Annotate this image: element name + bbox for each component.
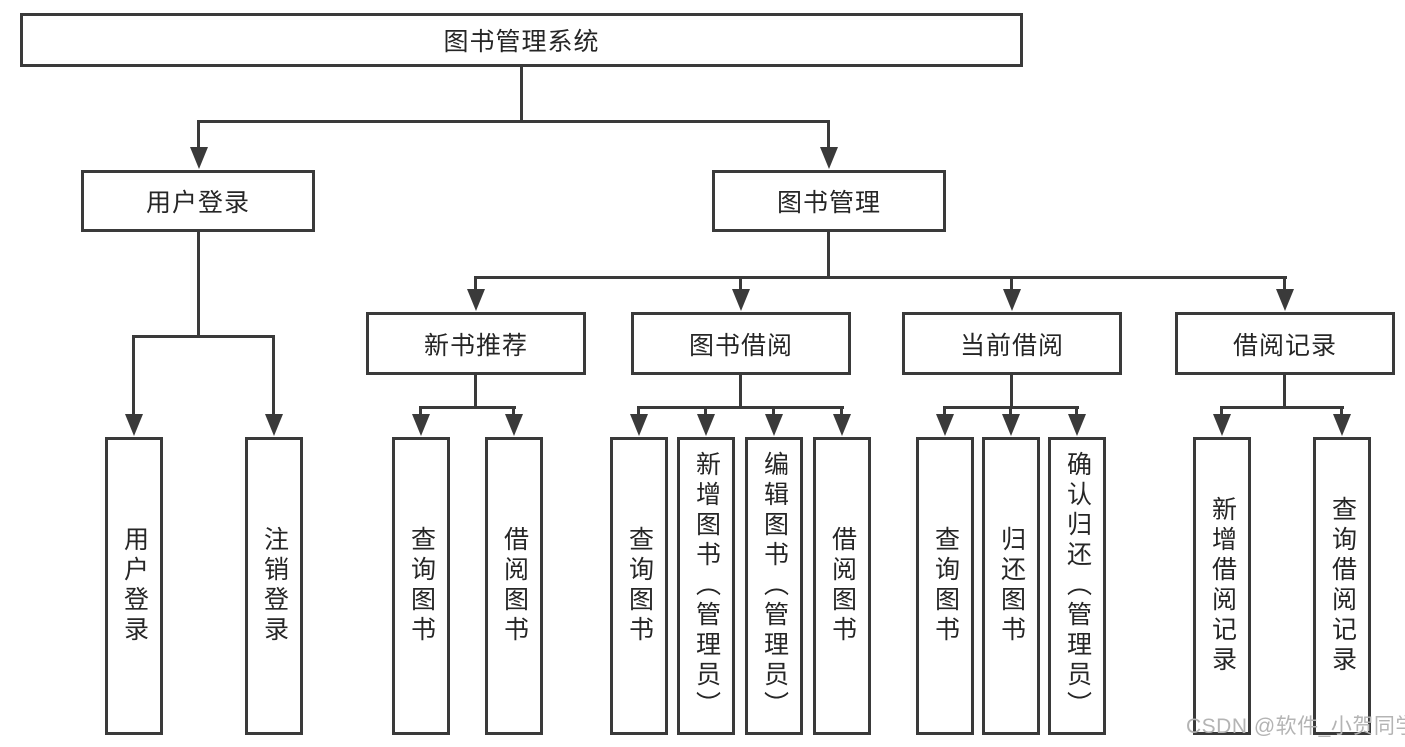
connector-line: [943, 406, 946, 416]
arrowhead-icon: [265, 414, 283, 436]
node-borrow-records: 借阅记录: [1175, 312, 1395, 375]
connector-line: [1010, 276, 1013, 291]
connector-line: [1010, 375, 1013, 406]
connector-line: [512, 406, 515, 416]
connector-line: [419, 406, 422, 416]
leaf-label: 新增图书（管理员）: [692, 451, 721, 721]
connector-line: [132, 335, 275, 338]
arrowhead-icon: [833, 414, 851, 436]
connector-line: [840, 406, 843, 416]
leaf-query-borrow-record: 查询借阅记录: [1313, 437, 1371, 735]
leaf-label: 查询图书: [407, 526, 436, 646]
leaf-add-borrow-record: 新增借阅记录: [1193, 437, 1251, 735]
connector-line: [197, 232, 200, 335]
node-book-management: 图书管理: [712, 170, 946, 232]
leaf-label: 新增借阅记录: [1208, 496, 1237, 676]
arrowhead-icon: [125, 414, 143, 436]
connector-line: [520, 67, 523, 120]
arrowhead-icon: [765, 414, 783, 436]
connector-line: [739, 276, 742, 291]
connector-line: [474, 375, 477, 406]
connector-line: [272, 335, 275, 416]
leaf-label: 借阅图书: [828, 526, 857, 646]
connector-line: [474, 276, 1287, 279]
leaf-label: 用户登录: [120, 526, 149, 646]
connector-line: [1340, 406, 1343, 416]
connector-line: [1220, 406, 1344, 409]
node-new-book-recommend: 新书推荐: [366, 312, 586, 375]
leaf-edit-books-admin: 编辑图书（管理员）: [745, 437, 803, 735]
leaf-query-books-3: 查询图书: [916, 437, 974, 735]
connector-line: [827, 232, 830, 276]
leaf-user-login: 用户登录: [105, 437, 163, 735]
connector-line: [637, 406, 640, 416]
leaf-return-books: 归还图书: [982, 437, 1040, 735]
arrowhead-icon: [630, 414, 648, 436]
leaf-query-books-2: 查询图书: [610, 437, 668, 735]
connector-line: [1009, 406, 1012, 416]
connector-line: [419, 406, 516, 409]
connector-line: [704, 406, 707, 416]
connector-line: [474, 276, 477, 291]
leaf-label: 确认归还（管理员）: [1063, 451, 1092, 721]
connector-line: [1220, 406, 1223, 416]
node-book-borrow: 图书借阅: [631, 312, 851, 375]
arrowhead-icon: [697, 414, 715, 436]
connector-line: [132, 335, 135, 416]
leaf-borrow-books-1: 借阅图书: [485, 437, 543, 735]
node-current-borrow: 当前借阅: [902, 312, 1122, 375]
arrowhead-icon: [505, 414, 523, 436]
connector-line: [1283, 375, 1286, 406]
leaf-label: 查询图书: [931, 526, 960, 646]
arrowhead-icon: [936, 414, 954, 436]
arrowhead-icon: [1002, 414, 1020, 436]
node-user-login: 用户登录: [81, 170, 315, 232]
connector-line: [1075, 406, 1078, 416]
connector-line: [197, 120, 830, 123]
connector-line: [637, 406, 844, 409]
leaf-label: 注销登录: [260, 526, 289, 646]
arrowhead-icon: [1276, 289, 1294, 311]
connector-line: [827, 120, 830, 148]
arrowhead-icon: [412, 414, 430, 436]
arrowhead-icon: [1068, 414, 1086, 436]
arrowhead-icon: [1003, 289, 1021, 311]
connector-line: [739, 375, 742, 406]
arrowhead-icon: [732, 289, 750, 311]
leaf-label: 归还图书: [997, 526, 1026, 646]
leaf-query-books-1: 查询图书: [392, 437, 450, 735]
connector-line: [772, 406, 775, 416]
leaf-logout: 注销登录: [245, 437, 303, 735]
leaf-label: 查询图书: [625, 526, 654, 646]
arrowhead-icon: [1333, 414, 1351, 436]
connector-line: [1283, 276, 1286, 291]
arrowhead-icon: [190, 147, 208, 169]
leaf-label: 编辑图书（管理员）: [760, 451, 789, 721]
leaf-confirm-return-admin: 确认归还（管理员）: [1048, 437, 1106, 735]
connector-line: [197, 120, 200, 148]
node-system-root: 图书管理系统: [20, 13, 1023, 67]
leaf-borrow-books-2: 借阅图书: [813, 437, 871, 735]
leaf-add-books-admin: 新增图书（管理员）: [677, 437, 735, 735]
arrowhead-icon: [1213, 414, 1231, 436]
arrowhead-icon: [820, 147, 838, 169]
watermark: CSDN @软件_小贺同学: [1186, 715, 1405, 738]
arrowhead-icon: [467, 289, 485, 311]
leaf-label: 借阅图书: [500, 526, 529, 646]
leaf-label: 查询借阅记录: [1328, 496, 1357, 676]
